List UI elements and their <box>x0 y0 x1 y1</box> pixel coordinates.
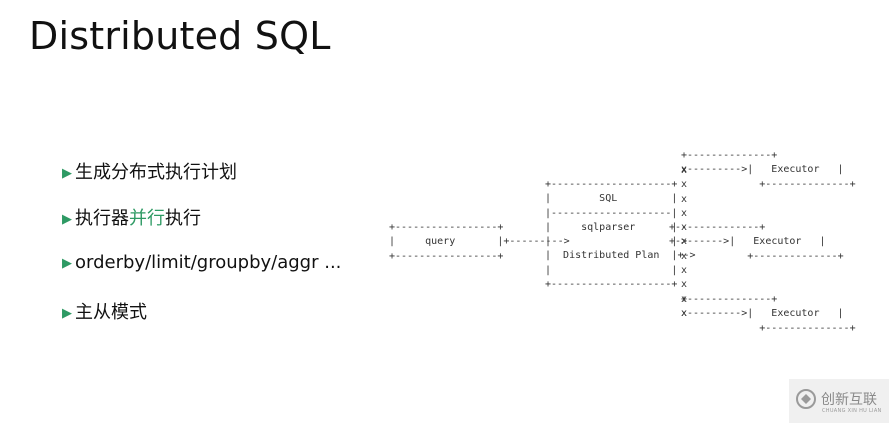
chuangxin-logo-icon <box>796 389 816 409</box>
bullet-arrow-icon: ▶ <box>62 256 72 271</box>
watermark-cn-text: 创新互联 <box>821 392 877 408</box>
bullet-item-3: ▶orderby/limit/groupby/aggr ... <box>62 252 341 273</box>
bullet-text: orderby/limit/groupby/aggr ... <box>75 252 342 273</box>
bullet-arrow-icon: ▶ <box>62 306 72 321</box>
executor-box-1: +--------------+ x--------->| Executor |… <box>681 150 856 190</box>
bullet-arrow-icon: ▶ <box>62 212 72 227</box>
executor-box-3: +--------------+ x--------->| Executor |… <box>681 294 856 334</box>
bullet-text: 执行器 <box>75 208 129 229</box>
watermark: 创新互联 CHUANG XIN HU LIAN <box>789 379 889 423</box>
bullet-arrow-icon: ▶ <box>62 166 72 181</box>
bullet-text-post: 执行 <box>165 208 201 229</box>
bullet-highlight: 并行 <box>129 208 165 229</box>
watermark-en-text: CHUANG XIN HU LIAN <box>822 408 882 414</box>
slide-title: Distributed SQL <box>29 14 331 58</box>
executor-box-2: +--------------+ +->------>| Executor | … <box>669 222 844 262</box>
query-box: +-----------------+ | query |+--------->… <box>389 222 570 262</box>
x-column: x x x x x x x x x x x <box>681 165 688 319</box>
bullet-item-4: ▶主从模式 <box>62 298 147 324</box>
bullet-item-2: ▶执行器并行执行 <box>62 204 201 230</box>
distributed-plan-box: +--------------------+ | SQL | |--------… <box>545 179 696 291</box>
bullet-text: 主从模式 <box>75 302 147 323</box>
bullet-item-1: ▶生成分布式执行计划 <box>62 158 237 184</box>
bullet-text: 生成分布式执行计划 <box>75 162 237 183</box>
